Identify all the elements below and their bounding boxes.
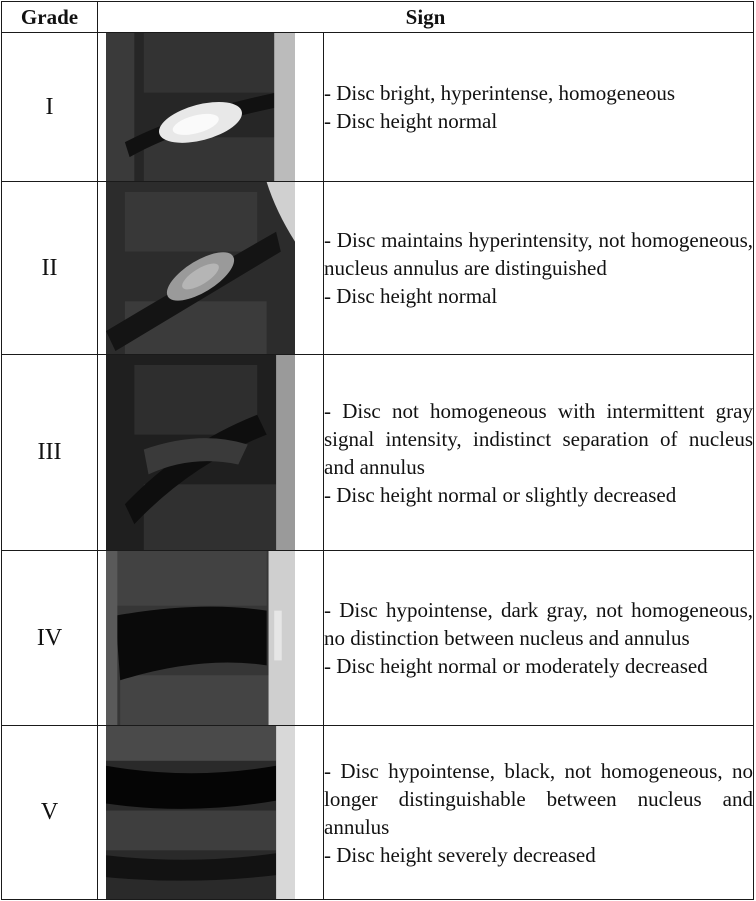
sign-line: - Disc height severely decreased xyxy=(324,842,596,867)
grade-label: I xyxy=(1,32,98,182)
sign-line: - Disc not homogeneous with intermittent… xyxy=(324,398,753,479)
sign-line: - Disc hypointense, black, not homogeneo… xyxy=(324,758,753,839)
header-row: Grade Sign xyxy=(1,1,754,33)
sign-line: - Disc maintains hyperintensity, not hom… xyxy=(324,228,753,280)
sign-line: - Disc bright, hyperintense, homogeneous xyxy=(324,81,676,105)
sign-line: - Disc height normal or slightly decreas… xyxy=(324,482,677,507)
table-row: I - Disc bright, hyperintense, homogeneo… xyxy=(1,32,754,182)
grade-label: V xyxy=(1,725,98,900)
table-row: II - Disc maintains hyperintensity, not … xyxy=(1,181,754,355)
sign-line: - Disc height normal or moderately decre… xyxy=(324,654,708,678)
sign-text: - Disc bright, hyperintense, homogeneous… xyxy=(323,32,754,182)
sign-line: - Disc height normal xyxy=(324,284,498,308)
sign-line: - Disc height normal xyxy=(324,109,498,133)
mri-image-grade-1 xyxy=(97,32,324,182)
sign-text: - Disc hypointense, black, not homogeneo… xyxy=(323,725,754,900)
grade-label: IV xyxy=(1,550,98,726)
table-row: III - Disc not homogeneous with intermit… xyxy=(1,354,754,551)
table-row: V - Disc hypointense, black, not homogen… xyxy=(1,725,754,900)
sign-header: Sign xyxy=(97,1,754,33)
mri-image-grade-3 xyxy=(97,354,324,551)
table-row: IV - Disc hypointense, dark gray, not ho… xyxy=(1,550,754,726)
mri-image-grade-5 xyxy=(97,725,324,900)
grade-header: Grade xyxy=(1,1,98,33)
sign-text: - Disc maintains hyperintensity, not hom… xyxy=(323,181,754,355)
mri-image-grade-4 xyxy=(97,550,324,726)
sign-text: - Disc hypointense, dark gray, not homog… xyxy=(323,550,754,726)
sign-text: - Disc not homogeneous with intermittent… xyxy=(323,354,754,551)
sign-line: - Disc hypointense, dark gray, not homog… xyxy=(324,598,753,650)
grade-label: III xyxy=(1,354,98,551)
grade-label: II xyxy=(1,181,98,355)
mri-image-grade-2 xyxy=(97,181,324,355)
